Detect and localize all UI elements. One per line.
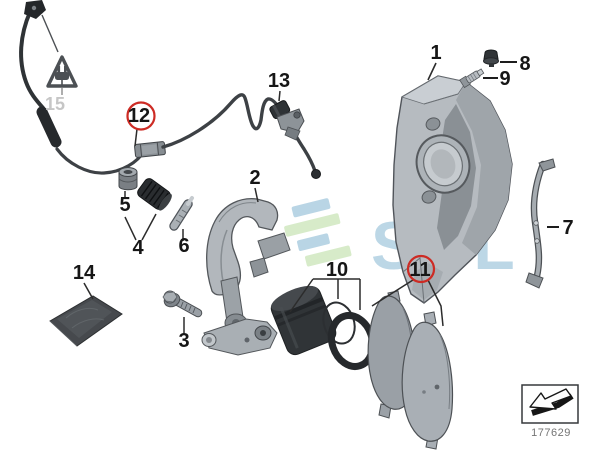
diagram-number-box: 177629 [521, 384, 579, 439]
callout-7: 7 [562, 217, 573, 239]
part-2-caliper-carrier: 2 [201, 167, 291, 356]
callout-12: 12 [128, 105, 150, 127]
callout-1: 1 [430, 42, 441, 64]
piston-bore [415, 134, 471, 194]
callout-11: 11 [409, 259, 430, 281]
bracket-lines-4 [124, 213, 157, 241]
callout-15: 15 [45, 94, 65, 114]
highlight-circle-12 [126, 101, 156, 131]
callout-13: 13 [268, 70, 290, 92]
leader-line-2 [254, 187, 259, 203]
sol-chevron-logo-icon [284, 198, 352, 267]
part-4-guide-boot: 4 [124, 178, 172, 259]
part-3-carrier-bolt: 3 [162, 290, 203, 352]
leader-line-14 [83, 282, 94, 300]
callout-6: 6 [178, 235, 189, 257]
part-5-guide-bushing: 5 [118, 167, 138, 216]
part-13-sensor-bracket: 13 [268, 70, 305, 141]
part-15-sensor-cable: 15 [19, 0, 78, 148]
part-8-bleeder-cap: 8 [483, 49, 531, 75]
piston [270, 285, 337, 356]
highlight-circle-11 [406, 254, 436, 284]
part-9-bleeder-valve: 9 [459, 68, 511, 90]
leader-line-12 [134, 128, 138, 147]
leader-line-13 [278, 90, 281, 102]
electrical-plug-warning-triangle-icon [46, 55, 78, 88]
part-6-guide-pin: 6 [169, 196, 194, 257]
hose-fitting [134, 141, 166, 158]
part-10-piston-seal-kit: 10 [270, 259, 377, 370]
callout-9: 9 [499, 68, 510, 90]
part-7-retaining-spring: 7 [525, 158, 574, 289]
bracket-lines-10 [289, 278, 361, 313]
part-14-grease-pack: 14 [49, 262, 123, 347]
callout-2: 2 [249, 167, 260, 189]
part-11-brake-pads: 11 [367, 254, 454, 450]
diagram-number: 177629 [531, 427, 571, 439]
callout-8: 8 [519, 53, 530, 75]
hose-end-fitting [311, 169, 321, 179]
install-direction-arrow-icon [529, 388, 574, 416]
part-1-brake-caliper: 1 [392, 42, 513, 304]
pointer-line-15 [41, 14, 59, 53]
bracket-lines-11 [371, 279, 444, 327]
callout-14: 14 [73, 262, 96, 284]
callout-5: 5 [119, 194, 130, 216]
callout-10: 10 [326, 259, 348, 281]
callout-4: 4 [132, 237, 144, 259]
callout-3: 3 [178, 330, 189, 352]
brake-pad-right [401, 321, 454, 442]
leader-line-1 [427, 62, 437, 81]
